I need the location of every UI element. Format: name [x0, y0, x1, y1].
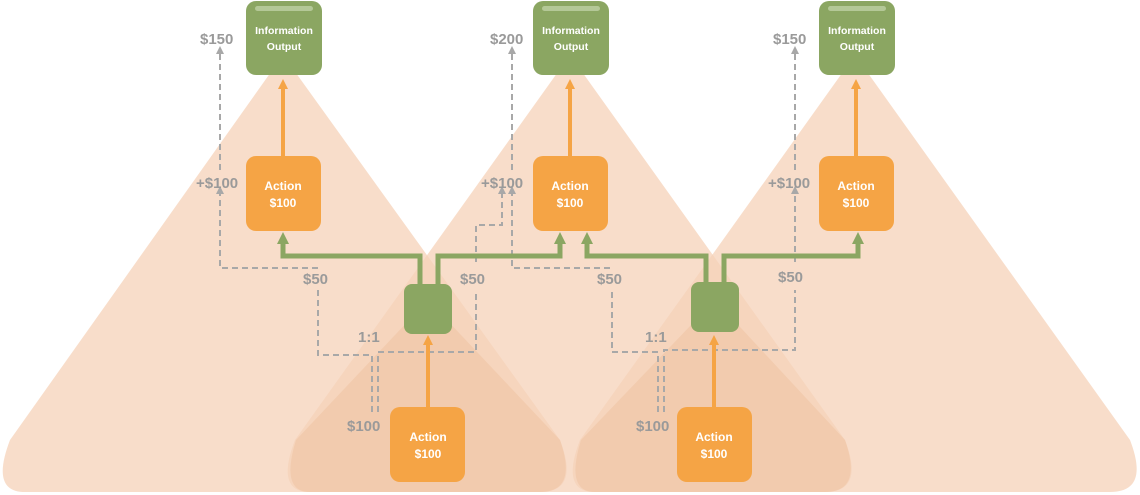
- output-title-line1: Information: [255, 25, 313, 37]
- output-box-3: Information Output: [819, 1, 895, 75]
- orange-arrows: [278, 79, 861, 408]
- action-title: Action: [409, 430, 446, 444]
- flow-middle-share: [508, 186, 610, 269]
- output-title-line2: Output: [267, 41, 302, 53]
- ratio-label: 1:1: [358, 329, 380, 346]
- hub-node-2: [691, 282, 739, 332]
- output-box-2: Information Output: [533, 1, 609, 75]
- action-value: $100: [415, 447, 442, 461]
- output-value-label: $200: [490, 31, 523, 48]
- bottom-action-box-2: Action $100: [677, 407, 752, 482]
- action-title: Action: [551, 179, 588, 193]
- action-value: $100: [843, 196, 870, 210]
- output-title-line1: Information: [828, 25, 886, 37]
- connector-hub1-right: [435, 232, 566, 285]
- action-title: Action: [837, 179, 874, 193]
- top-action-box-1: Action $100: [246, 156, 321, 231]
- flow-hub1-to-middle: [475, 186, 506, 262]
- action-title: Action: [264, 179, 301, 193]
- share-label: $50: [303, 271, 328, 288]
- bonus-label: +$100: [481, 175, 523, 192]
- output-title-line2: Output: [554, 41, 589, 53]
- flow-left-share: [216, 186, 318, 269]
- ratio-label: 1:1: [645, 329, 667, 346]
- flow-hub2-right: [663, 290, 796, 412]
- bonus-label: +$100: [768, 175, 810, 192]
- action-value: $100: [557, 196, 584, 210]
- output-title-line1: Information: [542, 25, 600, 37]
- top-action-box-3: Action $100: [819, 156, 894, 231]
- bottom-action-box-1: Action $100: [390, 407, 465, 482]
- input-label: $100: [636, 418, 669, 435]
- flow-hub1-left: [317, 290, 373, 412]
- connector-hub2-right: [721, 232, 864, 285]
- action-value: $100: [701, 447, 728, 461]
- action-title: Action: [695, 430, 732, 444]
- output-value-label: $150: [200, 31, 233, 48]
- top-action-box-2: Action $100: [533, 156, 608, 231]
- action-value: $100: [270, 196, 297, 210]
- bonus-label: +$100: [196, 175, 238, 192]
- hub-node-1: [404, 284, 452, 334]
- output-title-line2: Output: [840, 41, 875, 53]
- output-value-label: $150: [773, 31, 806, 48]
- share-label: $50: [778, 269, 803, 286]
- connector-hub1-left: [277, 232, 423, 285]
- flow-hub2-left: [611, 290, 659, 412]
- output-box-1: Information Output: [246, 1, 322, 75]
- dashed-flows: [216, 46, 799, 412]
- green-connectors: [277, 232, 864, 285]
- flow-hub1-right: [377, 290, 477, 412]
- share-label: $50: [597, 271, 622, 288]
- value-labels: $150 $200 $150 +$100 +$100 +$100 $50 $50…: [196, 31, 810, 435]
- share-label: $50: [460, 271, 485, 288]
- input-label: $100: [347, 418, 380, 435]
- connector-hub2-left: [581, 232, 709, 285]
